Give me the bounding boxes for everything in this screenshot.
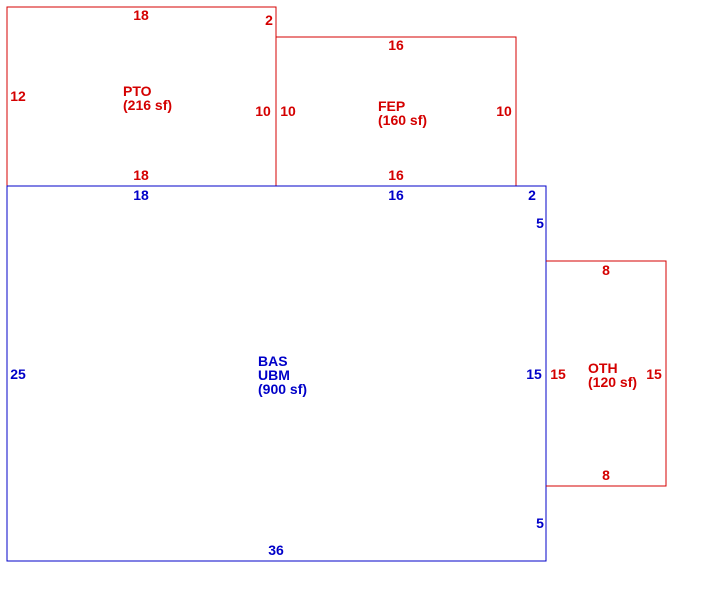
oth-dim-bottom: 8 xyxy=(602,467,610,483)
pto-dim-jog: 2 xyxy=(265,12,273,28)
oth-code: OTH xyxy=(588,360,618,376)
fep-area xyxy=(276,36,517,186)
fep-dim-right: 10 xyxy=(496,103,512,119)
bas-area xyxy=(6,185,547,562)
pto-area xyxy=(6,6,277,186)
fep-dim-bottom: 16 xyxy=(388,167,404,183)
fep-code: FEP xyxy=(378,98,405,114)
pto-area-size: (216 sf) xyxy=(123,97,172,113)
oth-dim-right: 15 xyxy=(646,366,662,382)
oth-area xyxy=(546,260,667,487)
bas-dim-right-upper: 5 xyxy=(536,215,544,231)
bas-dim-right-mid: 15 xyxy=(526,366,542,382)
pto-dim-bottom: 18 xyxy=(133,167,149,183)
bas-outline xyxy=(6,185,547,562)
bas-dim-top-right: 2 xyxy=(528,187,536,203)
bas-dim-top-mid: 16 xyxy=(388,187,404,203)
fep-dim-top: 16 xyxy=(388,37,404,53)
pto-dim-top: 18 xyxy=(133,7,149,23)
bas-dim-top-left: 18 xyxy=(133,187,149,203)
oth-dim-top: 8 xyxy=(602,262,610,278)
oth-area-size: (120 sf) xyxy=(588,374,637,390)
fep-area-size: (160 sf) xyxy=(378,112,427,128)
pto-dim-right: 10 xyxy=(255,103,271,119)
bas-sub-code: UBM xyxy=(258,367,290,383)
bas-dim-bottom: 36 xyxy=(268,542,284,558)
pto-outline xyxy=(6,6,277,186)
bas-code: BAS xyxy=(258,353,288,369)
pto-code: PTO xyxy=(123,83,152,99)
fep-dim-left: 10 xyxy=(280,103,296,119)
bas-area-size: (900 sf) xyxy=(258,381,307,397)
bas-dim-right-lower: 5 xyxy=(536,515,544,531)
pto-dim-left: 12 xyxy=(10,88,26,104)
bas-dim-left: 25 xyxy=(10,366,26,382)
fep-outline xyxy=(276,36,517,186)
oth-dim-left: 15 xyxy=(550,366,566,382)
oth-outline xyxy=(546,260,667,487)
